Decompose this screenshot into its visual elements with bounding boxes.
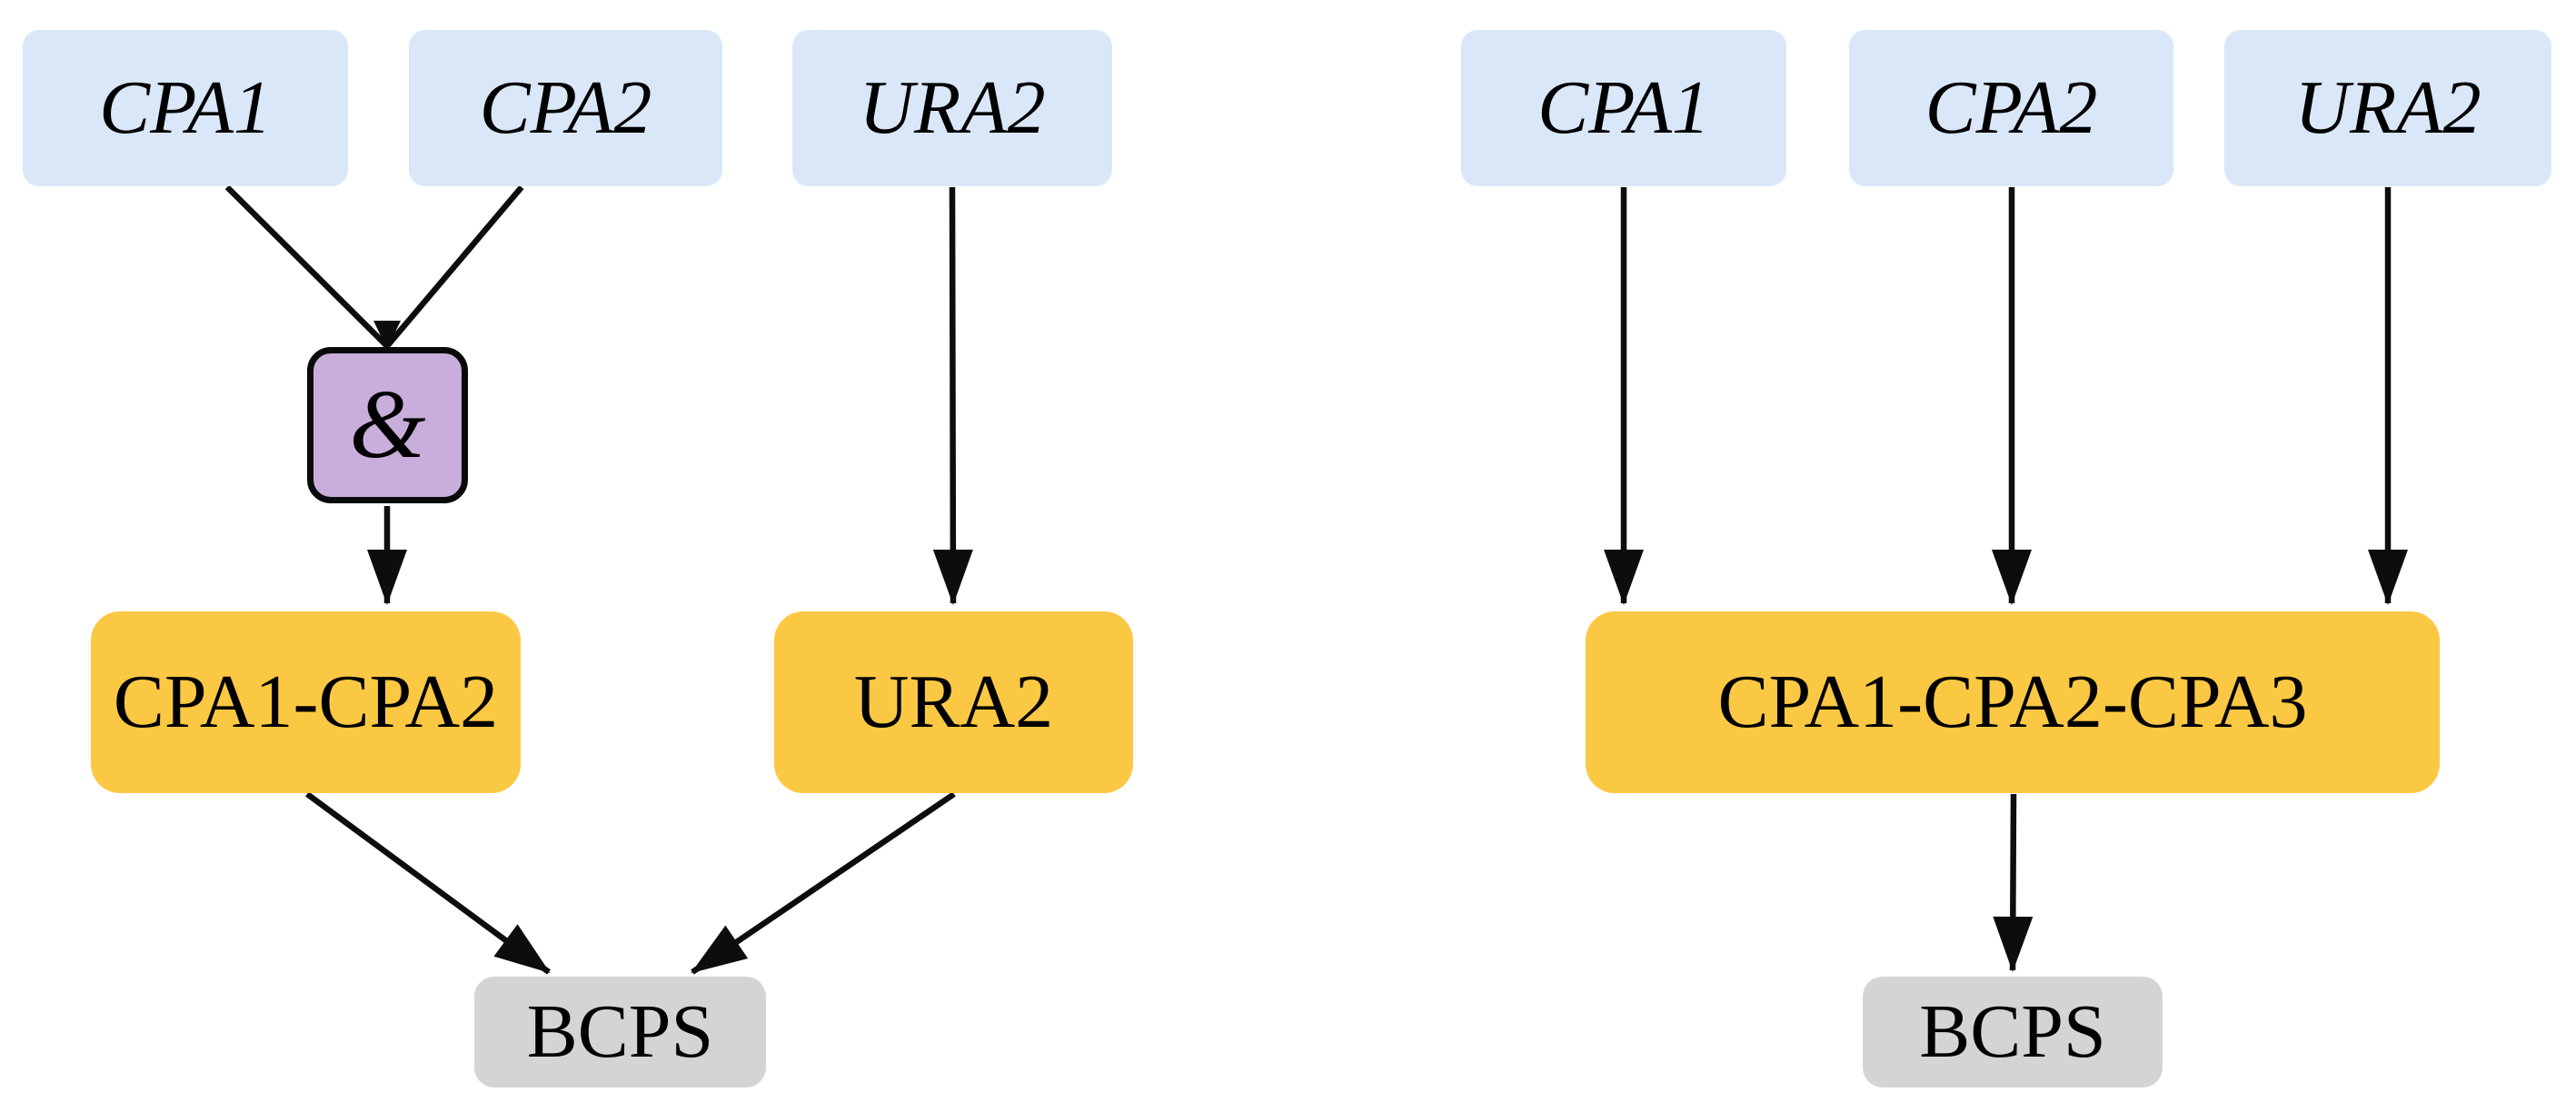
edge-cpa2-to-and-gate	[384, 184, 524, 349]
and-gate-input-arrowhead-icon	[373, 321, 401, 349]
edge-ura2-gene-to-ura2-protein	[932, 186, 973, 605]
edge-cpa1-to-and-gate	[224, 184, 390, 349]
edge-cpa1-cpa2-to-bcps	[305, 791, 551, 975]
and-gate-node: &	[307, 347, 468, 503]
gene-node-ura2-left: URA2	[792, 30, 1112, 186]
edge-complex-to-bcps	[1993, 793, 2034, 972]
edge-ura2-protein-to-bcps	[691, 791, 956, 975]
complex-node-cpa1-cpa2: CPA1-CPA2	[91, 611, 521, 793]
gene-node-cpa1-right: CPA1	[1461, 30, 1786, 186]
gene-node-ura2-right: URA2	[2224, 30, 2551, 186]
complex-node-cpa1-cpa2-cpa3: CPA1-CPA2-CPA3	[1586, 611, 2440, 793]
gene-node-cpa1-left: CPA1	[23, 30, 348, 186]
gene-node-cpa2-left: CPA2	[409, 30, 722, 186]
left-diagram-edges	[224, 184, 973, 975]
output-node-bcps-left: BCPS	[474, 977, 766, 1087]
gene-node-cpa2-right: CPA2	[1849, 30, 2173, 186]
output-node-bcps-right: BCPS	[1863, 977, 2163, 1087]
right-diagram-edges	[1604, 187, 2408, 972]
protein-node-ura2: URA2	[774, 611, 1133, 793]
